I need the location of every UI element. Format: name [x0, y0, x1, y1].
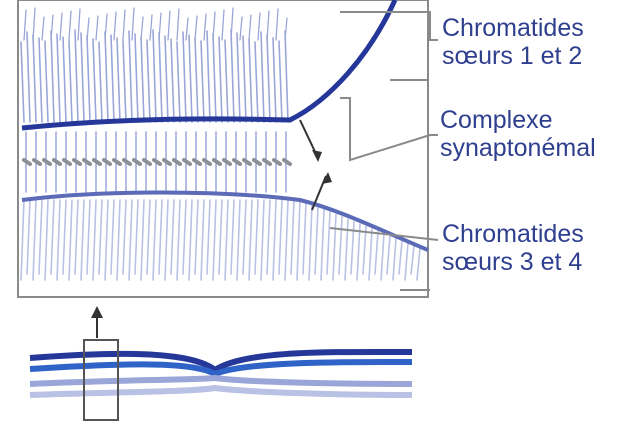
- label-synaptonemal-complex: Complexe synaptonémal: [440, 106, 596, 162]
- label-line: Chromatides: [442, 14, 584, 42]
- label-sister-chromatids-1-2: Chromatides sœurs 1 et 2: [442, 14, 584, 70]
- label-line: sœurs 3 et 4: [442, 248, 584, 276]
- chromosome-3: [30, 378, 412, 384]
- pointer-arrowhead: [91, 306, 103, 318]
- chromosome-pair: [30, 340, 412, 420]
- label-line: Complexe: [440, 106, 596, 134]
- chromosome-4: [30, 388, 412, 395]
- label-sister-chromatids-3-4: Chromatides sœurs 3 et 4: [442, 220, 584, 276]
- label-line: Chromatides: [442, 220, 584, 248]
- zoom-frame: [18, 0, 428, 297]
- label-line: synaptonémal: [440, 134, 596, 162]
- label-line: sœurs 1 et 2: [442, 42, 584, 70]
